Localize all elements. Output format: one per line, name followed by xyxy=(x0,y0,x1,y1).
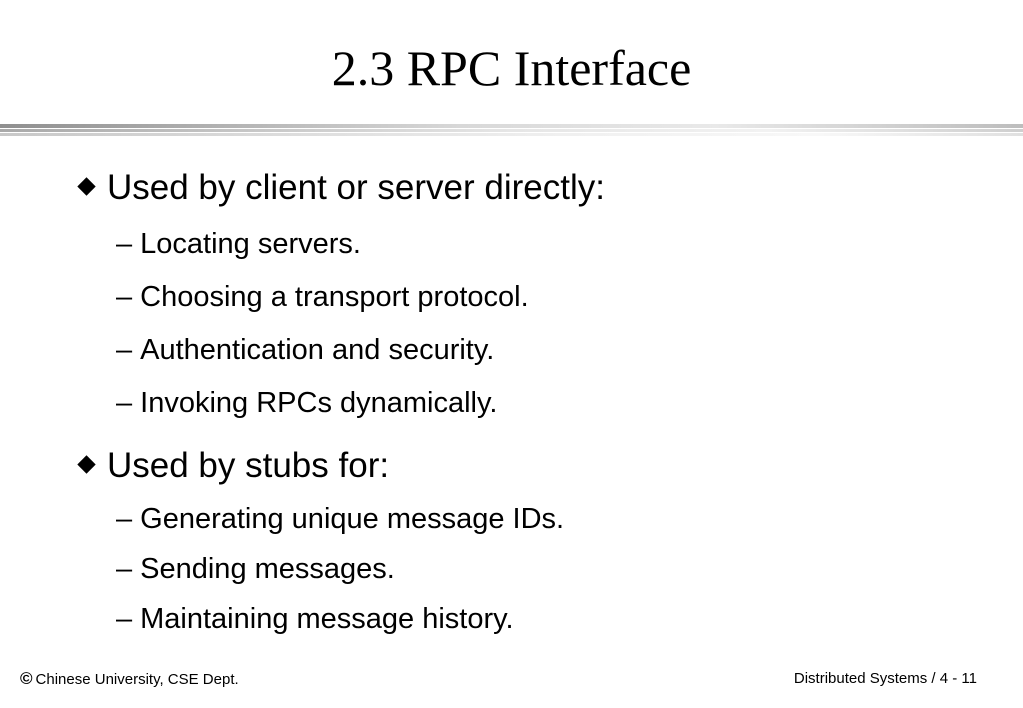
sub-item-text: Invoking RPCs dynamically. xyxy=(140,387,498,419)
sub-item-text: Sending messages. xyxy=(140,553,395,585)
sub-item-text: Authentication and security. xyxy=(140,334,495,366)
divider-band xyxy=(0,129,1023,132)
sub-item-text: Generating unique message IDs. xyxy=(140,503,565,535)
footer-right-text: Distributed Systems / 4 - 11 xyxy=(793,670,977,687)
sub-item: –Choosing a transport protocol. xyxy=(116,280,529,314)
bullet-item: Used by client or server directly: xyxy=(76,168,605,208)
diamond-bullet-icon xyxy=(77,455,96,474)
sub-item-text: Maintaining message history. xyxy=(140,603,514,635)
divider-band xyxy=(0,124,1023,128)
slide-title: 2.3 RPC Interface xyxy=(331,40,692,96)
sub-item: –Invoking RPCs dynamically. xyxy=(116,386,497,420)
sub-item: –Sending messages. xyxy=(116,552,395,586)
sub-item: –Generating unique message IDs. xyxy=(116,502,564,536)
sub-item: –Maintaining message history. xyxy=(116,602,514,636)
sub-item-text: Locating servers. xyxy=(140,228,361,260)
sub-item: –Authentication and security. xyxy=(116,333,494,367)
dash-marker: – xyxy=(116,503,133,535)
copyright-symbol: © xyxy=(20,669,33,688)
sub-item-text: Choosing a transport protocol. xyxy=(140,281,529,313)
dash-marker: – xyxy=(116,334,133,366)
footer-right: Distributed Systems / 4 - 11 xyxy=(794,670,977,688)
dash-marker: – xyxy=(116,553,133,585)
bullet-text: Used by client or server directly: xyxy=(107,168,605,207)
bullet-item: Used by stubs for: xyxy=(76,446,389,486)
bullet-text: Used by stubs for: xyxy=(107,446,390,485)
sub-item: –Locating servers. xyxy=(116,227,361,261)
dash-marker: – xyxy=(116,387,133,419)
diamond-bullet-icon xyxy=(77,177,96,196)
divider-band xyxy=(0,133,1023,136)
dash-marker: – xyxy=(116,603,133,635)
footer-left-text: Chinese University, CSE Dept. xyxy=(35,671,239,688)
dash-marker: – xyxy=(116,281,133,313)
dash-marker: – xyxy=(116,228,133,260)
title-divider xyxy=(0,124,1023,138)
footer-left: ©Chinese University, CSE Dept. xyxy=(20,670,239,689)
